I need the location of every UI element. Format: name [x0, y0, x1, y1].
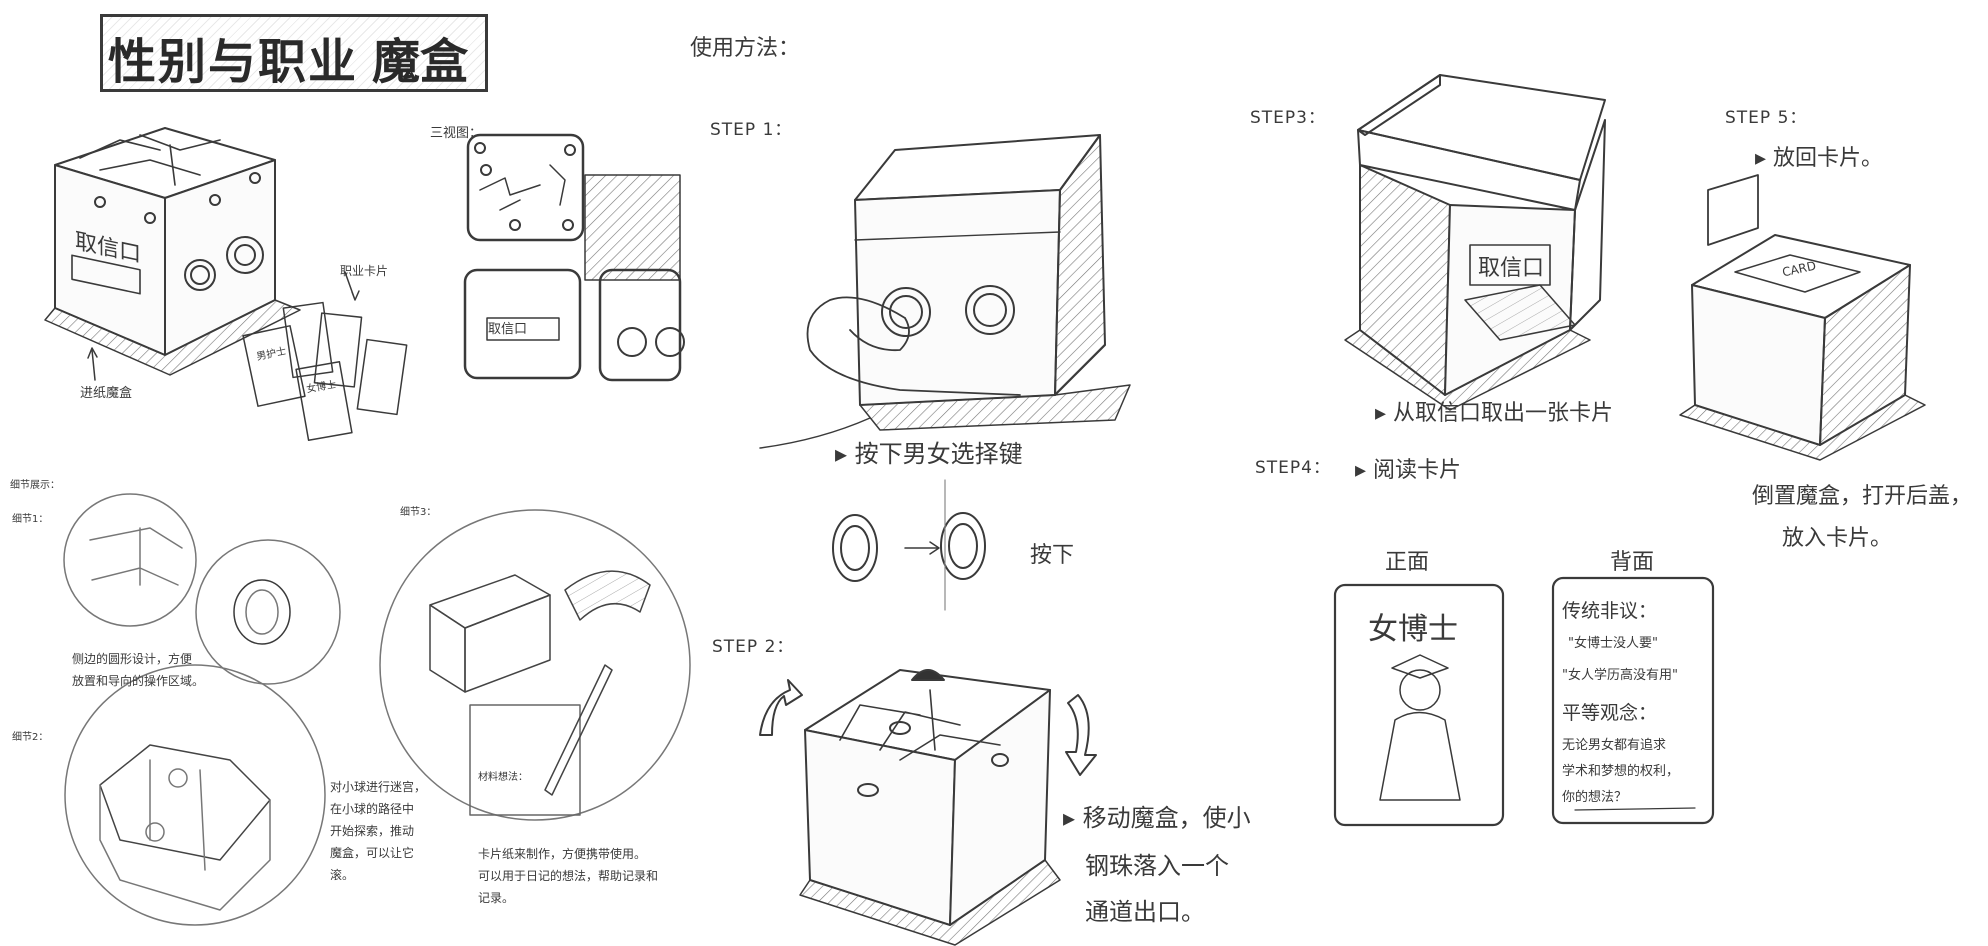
step4-text: ▸ 阅读卡片	[1355, 458, 1462, 483]
detail3-caption-1: 卡片纸来制作，方便携带使用。	[478, 847, 647, 861]
detail-label: 细节展示：	[10, 480, 60, 491]
step2-text-1: ▸ 移动魔盒，使小	[1063, 804, 1251, 832]
back-line-2: "女博士没人要"	[1568, 636, 1658, 651]
step5-box-sketch	[1679, 174, 1926, 461]
three-view-slot-label: 取信口	[488, 322, 528, 337]
entry-label: 进纸魔盒	[80, 386, 133, 401]
step3-slot-label: 取信口	[1478, 256, 1545, 281]
back-line-5: 无论男女都有追求	[1562, 738, 1667, 753]
step3-text: ▸ 从取信口取出一张卡片	[1375, 401, 1614, 426]
step1-label: STEP 1：	[710, 120, 793, 140]
card-label: 职业卡片	[340, 264, 389, 278]
career-cards-sketch	[242, 271, 408, 442]
step5-note-2: 放入卡片。	[1782, 526, 1893, 551]
back-line-6: 学术和梦想的权利，	[1562, 764, 1680, 779]
detail2-caption-4: 魔盒，可以让它	[330, 846, 415, 860]
step5-text: ▸ 放回卡片。	[1755, 146, 1884, 171]
step2-label: STEP 2：	[712, 637, 795, 657]
detail-bubbles	[63, 493, 691, 926]
buttons-detail-sketch	[832, 479, 986, 611]
back-line-3: "女人学历高没有用"	[1562, 668, 1678, 683]
step4-label: STEP4：	[1255, 458, 1331, 478]
title-main: 性别与职业	[108, 34, 359, 90]
step5-note-1: 倒置魔盒，打开后盖，	[1752, 484, 1973, 509]
detail1-caption-2: 放置和导向的操作区域。	[72, 674, 205, 688]
usage-heading: 使用方法：	[690, 36, 801, 61]
three-view-label: 三视图：	[430, 126, 483, 141]
title-frame	[100, 14, 488, 92]
back-label: 背面	[1610, 550, 1655, 575]
detail1-label: 细节1：	[12, 514, 49, 525]
detail2-caption-5: 滚。	[330, 868, 355, 882]
step5-label: STEP 5：	[1725, 108, 1808, 128]
front-label: 正面	[1385, 550, 1430, 575]
step1-text: ▸ 按下男女选择键	[835, 440, 1023, 468]
back-line-1: 传统非议：	[1562, 600, 1658, 622]
detail1-caption-1: 侧边的圆形设计，方便	[72, 652, 193, 666]
back-line-7: 你的想法？	[1562, 790, 1628, 805]
detail3-inner: 材料想法：	[478, 772, 528, 783]
step3-box-sketch	[1344, 74, 1606, 411]
press-label: 按下	[1030, 543, 1075, 568]
detail2-caption-2: 在小球的路径中	[330, 802, 415, 816]
title-highlight: 魔盒	[372, 34, 469, 90]
card-back-sketch	[1551, 576, 1715, 825]
step2-box-sketch	[759, 669, 1097, 946]
detail3-caption-2: 可以用于日记的想法，帮助记录和	[478, 869, 659, 883]
step3-label: STEP3：	[1250, 108, 1326, 128]
card-front-sketch	[1333, 583, 1505, 827]
detail3-caption-3: 记录。	[478, 891, 515, 905]
step1-box-sketch	[759, 134, 1131, 449]
step2-text-3: 通道出口。	[1085, 898, 1205, 926]
detail2-caption-3: 开始探索，推动	[330, 824, 415, 838]
three-view-sketch	[463, 133, 685, 382]
step2-text-2: 钢珠落入一个	[1085, 852, 1229, 880]
detail2-caption-1: 对小球进行迷宫，	[330, 780, 427, 794]
magic-box-sketch	[44, 127, 301, 381]
detail3-label: 细节3：	[400, 507, 437, 518]
detail2-label: 细节2：	[12, 732, 49, 743]
card-title: 女博士	[1368, 612, 1458, 647]
back-line-4: 平等观念：	[1562, 702, 1658, 724]
